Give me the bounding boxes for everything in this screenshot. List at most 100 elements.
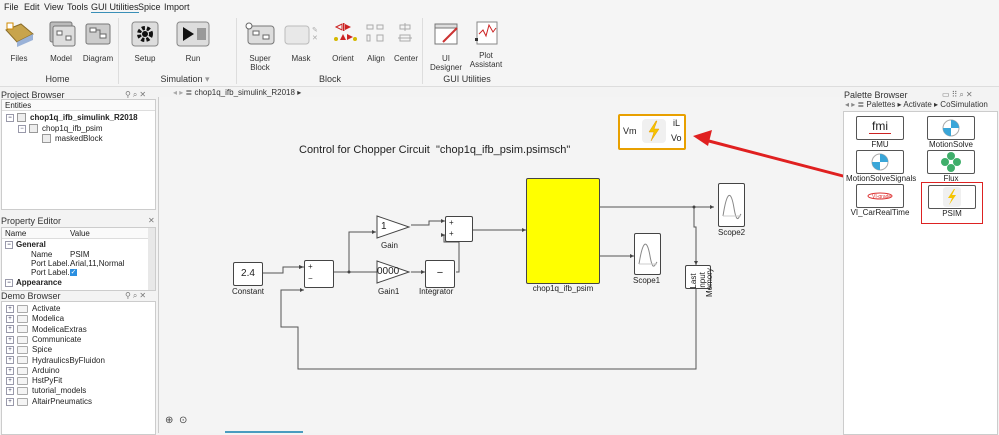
plot-assistant-icon (475, 21, 498, 45)
demo-folder-item[interactable]: +Spice (6, 345, 52, 354)
tree-item-psim[interactable]: −chop1q_ifb_psim (18, 124, 102, 134)
constant-block[interactable]: 2.4 (233, 262, 263, 286)
group-block: Block (318, 74, 341, 84)
menu-import[interactable]: Import (164, 2, 190, 12)
menu-edit[interactable]: Edit (24, 2, 40, 12)
collapse-icon[interactable]: − (5, 240, 13, 249)
model-button[interactable]: Model (44, 20, 78, 63)
breadcrumb-item[interactable]: Activate (903, 100, 932, 109)
breadcrumb-item[interactable]: CoSimulation (940, 100, 988, 109)
tree-item-root[interactable]: −chop1q_ifb_simulink_R2018 (6, 113, 138, 123)
palette-item-flux[interactable]: Flux (921, 150, 981, 183)
chevron-down-icon[interactable]: ▾ (205, 74, 210, 84)
checkbox[interactable]: ✓ (70, 269, 77, 276)
search-icon[interactable]: ⌕ (132, 90, 140, 99)
group-simulation-label: Simulation (160, 74, 203, 84)
close-icon[interactable]: ✕ (139, 291, 149, 300)
binoculars-icon[interactable]: ⚲ (125, 291, 133, 300)
back-icon[interactable]: ◂ ▸ (173, 88, 184, 97)
grid-icon[interactable]: ⠿ (951, 90, 960, 99)
demo-folder-item[interactable]: +Activate (6, 304, 60, 313)
binoculars-icon[interactable]: ⚲ (125, 90, 133, 99)
group-appearance[interactable]: −Appearance (5, 278, 62, 287)
expand-icon[interactable]: + (6, 304, 14, 313)
breadcrumb-item[interactable]: Palettes (866, 100, 896, 109)
menu-gui-utilities[interactable]: GUI Utilities (91, 2, 139, 13)
palette-item-vi-carrealtime[interactable]: VI-grade VI_CarRealTime (846, 184, 914, 217)
demo-folder-item[interactable]: +Arduino (6, 366, 60, 375)
scope2-block[interactable] (718, 183, 745, 227)
expand-icon[interactable]: + (6, 397, 14, 406)
close-icon[interactable]: ✕ (148, 216, 157, 225)
expand-icon[interactable]: + (6, 366, 14, 375)
close-icon[interactable]: ✕ (965, 90, 975, 99)
menu-bar: File Edit View Tools GUI Utilities Spice… (0, 0, 999, 14)
psim-block[interactable]: Vm iL Vo (618, 114, 686, 150)
demo-folder-item[interactable]: +Communicate (6, 335, 81, 344)
diagram-button[interactable]: Diagram (81, 20, 115, 63)
demo-folder-item[interactable]: +HydraulicsByFluidon (6, 356, 105, 365)
expand-icon[interactable]: + (6, 376, 14, 385)
tab-indicator[interactable] (225, 431, 303, 433)
files-button[interactable]: Files (2, 20, 36, 63)
integrator-block[interactable]: − (425, 260, 455, 288)
palette-item-motionsolvesignals[interactable]: MotionSolveSignals (846, 150, 916, 183)
search-icon[interactable]: ⌕ (959, 90, 966, 99)
collapse-icon[interactable]: − (18, 124, 26, 133)
search-icon[interactable]: ⌕ (132, 291, 140, 300)
zoom-fit-icon[interactable]: ⊙ (179, 415, 188, 426)
align-button[interactable]: Align (362, 20, 390, 63)
setup-button[interactable]: Setup (128, 20, 162, 63)
mask-button[interactable]: ✎✕ Mask (283, 20, 319, 63)
menu-tools[interactable]: Tools (67, 2, 89, 12)
scope1-block[interactable] (634, 233, 661, 275)
demo-folder-item[interactable]: +HstPyFit (6, 376, 62, 385)
gain1-block[interactable] (376, 260, 411, 284)
group-general[interactable]: −General (5, 240, 46, 249)
super-block-button[interactable]: Super Block (240, 20, 280, 72)
zoom-in-icon[interactable]: ⊕ (165, 415, 174, 426)
demo-folder-item[interactable]: +tutorial_models (6, 386, 86, 395)
prop-value[interactable]: PSIM (70, 250, 90, 259)
prop-value[interactable]: Arial,11,Normal (70, 259, 125, 268)
menu-file[interactable]: File (4, 2, 19, 12)
expand-icon[interactable]: + (6, 325, 14, 334)
back-icon[interactable]: ◂ ▸ (845, 100, 856, 109)
expand-icon[interactable]: + (6, 335, 14, 344)
run-button[interactable]: Run (176, 20, 210, 63)
diagram-canvas[interactable]: ◂ ▸ ≣ chop1q_ifb_simulink_R2018 ▸ Contro… (158, 88, 840, 433)
orient-button[interactable]: Orient (325, 20, 361, 63)
palette-item-psim[interactable]: PSIM (921, 182, 983, 224)
svg-text:✎: ✎ (312, 27, 318, 34)
expand-icon[interactable]: + (6, 346, 14, 355)
palette-item-fmu[interactable]: fmi FMU (850, 116, 910, 149)
plot-assistant-button[interactable]: Plot Assistant (467, 20, 505, 69)
folder-icon (17, 397, 28, 406)
breadcrumb-item[interactable]: chop1q_ifb_simulink_R2018 (194, 88, 295, 97)
menu-spice[interactable]: Spice (138, 2, 161, 12)
memory-block[interactable]: Last Input (685, 265, 711, 289)
gain-block[interactable] (376, 215, 411, 239)
flux-icon (941, 152, 961, 172)
sum2-block[interactable]: + + (445, 216, 473, 242)
scrollbar[interactable] (148, 228, 155, 290)
center-button[interactable]: Center (392, 20, 420, 63)
psim-subsystem-block[interactable] (526, 178, 600, 284)
collapse-icon[interactable]: − (5, 278, 13, 287)
demo-folder-item[interactable]: +AltairPneumatics (6, 397, 92, 406)
open-icon[interactable]: ▭ (942, 90, 952, 99)
collapse-icon[interactable]: − (6, 113, 14, 122)
sum-block[interactable]: + − (304, 260, 334, 288)
demo-folder-item[interactable]: +Modelica (6, 314, 64, 323)
demo-folder-item[interactable]: +ModelicaExtras (6, 325, 87, 334)
palette-item-motionsolve[interactable]: MotionSolve (921, 116, 981, 149)
ui-designer-button[interactable]: UI Designer (425, 20, 467, 72)
expand-icon[interactable]: + (6, 356, 14, 365)
scope2-label: Scope2 (718, 228, 746, 237)
expand-icon[interactable]: + (6, 387, 14, 396)
tree-item-masked-block[interactable]: maskedBlock (42, 134, 103, 144)
folder-icon (17, 304, 28, 313)
expand-icon[interactable]: + (6, 315, 14, 324)
menu-view[interactable]: View (44, 2, 64, 12)
close-icon[interactable]: ✕ (139, 90, 149, 99)
